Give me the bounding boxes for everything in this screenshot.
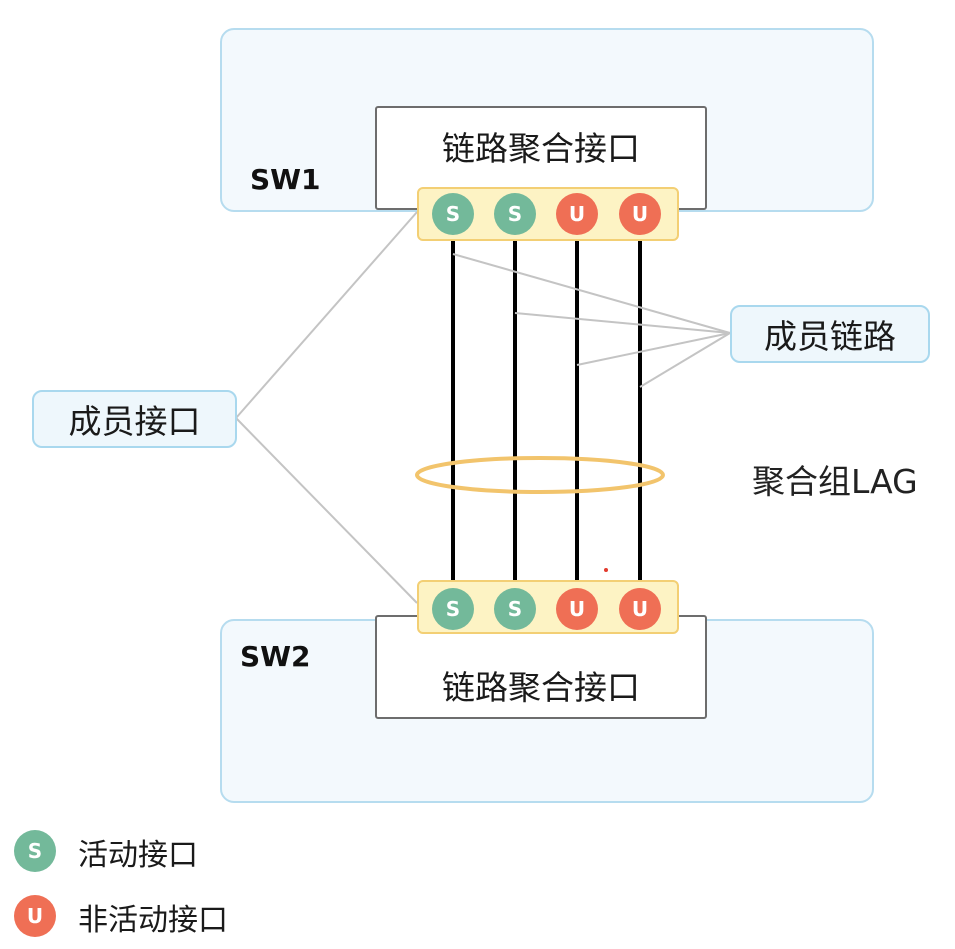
port-letter: S [445,597,461,621]
legend-active-label: 活动接口 [78,838,198,873]
legend-active-letter: S [27,839,43,863]
lag-label: 聚合组LAG [752,462,918,501]
sw2-port-strip: S S U U [417,580,679,634]
sw2-port-3[interactable]: U [556,588,598,630]
port-letter: U [631,202,649,226]
sw1-port-2[interactable]: S [494,193,536,235]
sw1-port-3[interactable]: U [556,193,598,235]
leader-member-link-3 [576,332,731,366]
callout-member-interface: 成员接口 [32,390,237,448]
pointer-dot [604,568,608,572]
sw1-port-4[interactable]: U [619,193,661,235]
callout-member-link-label: 成员链路 [764,317,896,356]
leader-member-interface-bottom [235,417,418,604]
sw2-port-1[interactable]: S [432,588,474,630]
legend-inactive-icon: U [14,895,56,937]
port-letter: S [507,597,523,621]
lag-ring [415,456,665,494]
legend-inactive-label: 非活动接口 [78,903,228,938]
sw2-port-2[interactable]: S [494,588,536,630]
callout-member-interface-label: 成员接口 [68,402,201,441]
legend-inactive-letter: U [26,904,44,928]
leader-member-interface-top [235,211,418,419]
port-letter: S [445,202,461,226]
sw1-port-strip: S S U U [417,187,679,241]
switch-sw1-label: SW1 [250,163,321,196]
leader-member-link-1 [452,253,731,334]
switch-sw2-label: SW2 [240,640,311,673]
callout-member-link: 成员链路 [730,305,930,363]
port-letter: S [507,202,523,226]
sw2-aggregation-interface-label: 链路聚合接口 [442,668,640,707]
sw2-port-4[interactable]: U [619,588,661,630]
leader-member-link-4 [639,332,731,388]
sw1-port-1[interactable]: S [432,193,474,235]
leader-member-link-2 [514,312,731,334]
port-letter: U [568,202,586,226]
legend-active-icon: S [14,830,56,872]
port-letter: U [568,597,586,621]
sw1-aggregation-interface-label: 链路聚合接口 [442,129,640,168]
port-letter: U [631,597,649,621]
